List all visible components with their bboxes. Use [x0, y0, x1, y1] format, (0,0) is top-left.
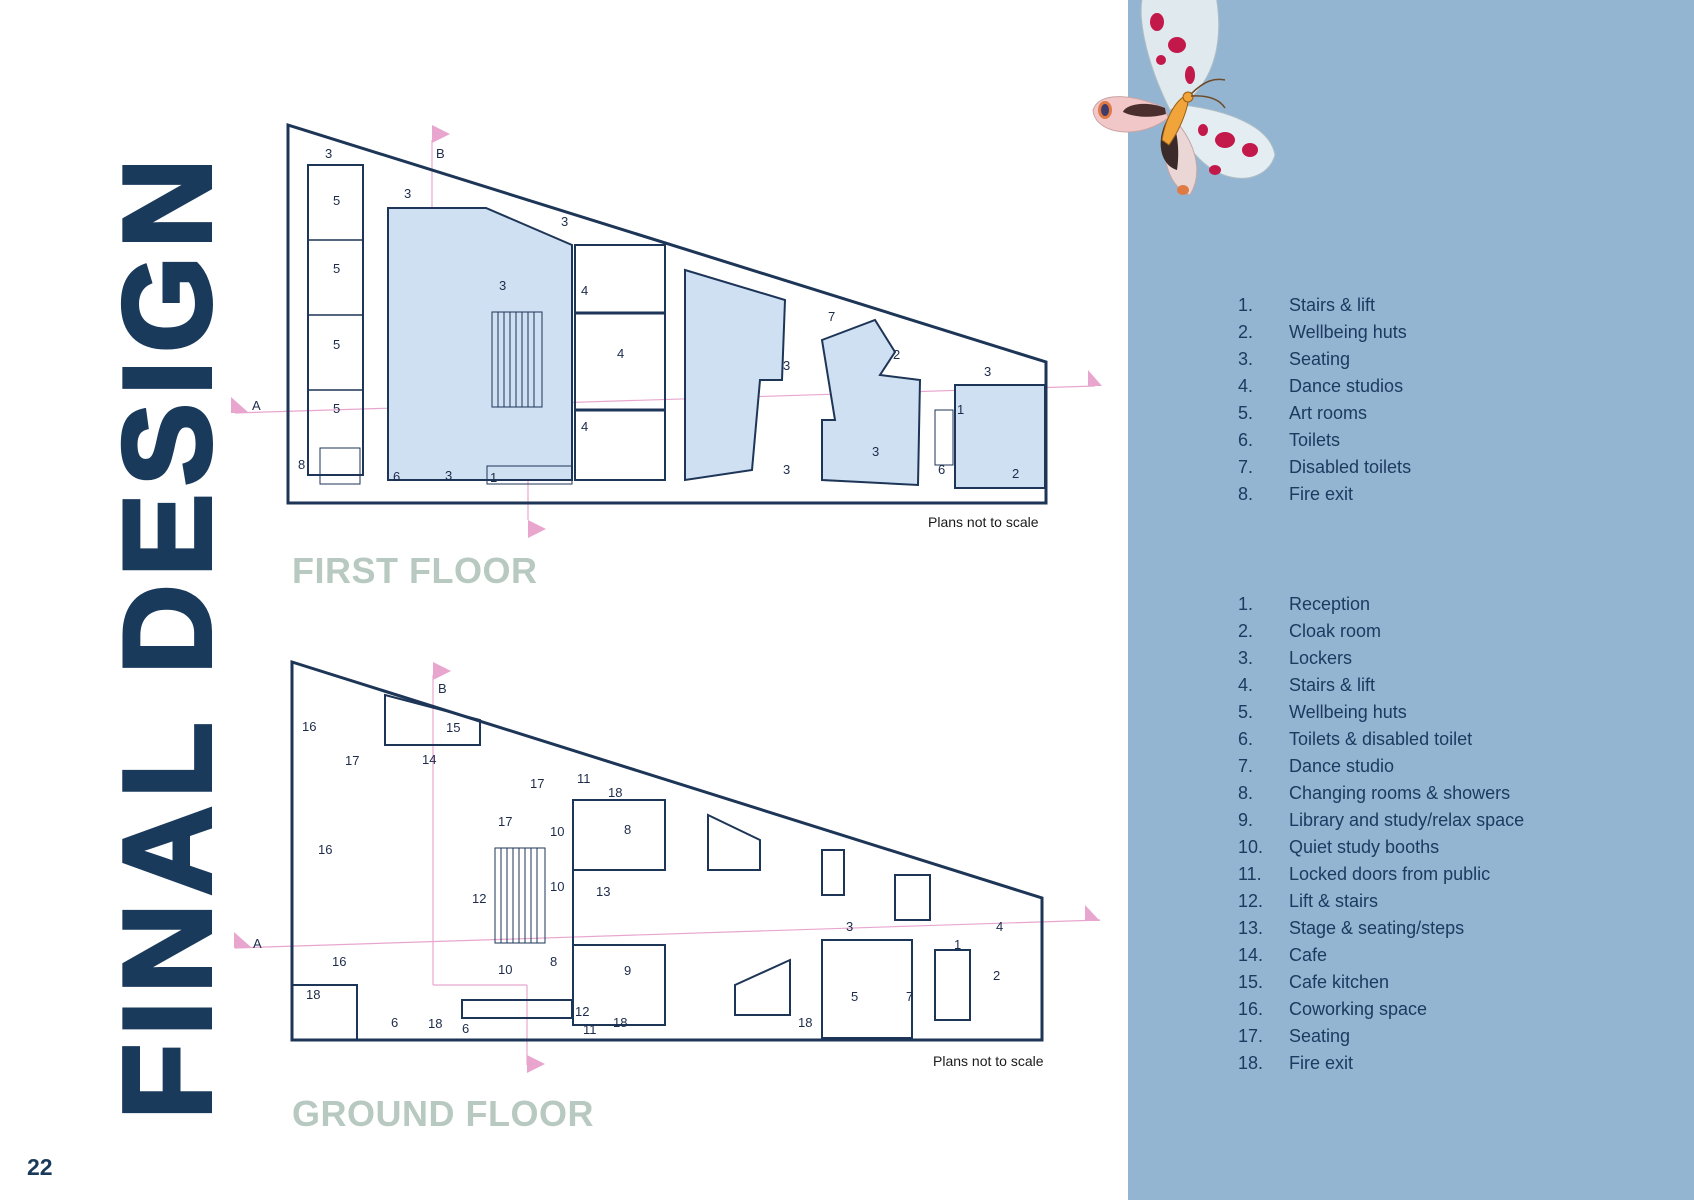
- svg-text:2: 2: [993, 968, 1000, 983]
- legend-panel: [1128, 0, 1694, 1200]
- svg-text:18: 18: [608, 785, 622, 800]
- svg-text:3: 3: [984, 364, 991, 379]
- svg-text:5: 5: [333, 401, 340, 416]
- svg-text:15: 15: [446, 720, 460, 735]
- legend-item: 6.Toilets & disabled toilet: [1238, 729, 1473, 749]
- svg-text:6: 6: [938, 462, 945, 477]
- svg-text:2: 2: [893, 347, 900, 362]
- svg-text:6: 6: [462, 1021, 469, 1036]
- svg-text:1: 1: [957, 402, 964, 417]
- legend-item: 7.Disabled toilets: [1238, 457, 1412, 477]
- legend-item: 9.Library and study/relax space: [1238, 810, 1525, 830]
- svg-text:5: 5: [851, 989, 858, 1004]
- legend-item: 3.Lockers: [1238, 648, 1353, 668]
- legend-item: 11.Locked doors from public: [1238, 864, 1491, 884]
- legend-item: 18.Fire exit: [1238, 1053, 1354, 1073]
- ground-floor-scale-note: Plans not to scale: [933, 1053, 1044, 1069]
- ground-floor-legend: 1.Reception 2.Cloak room 3.Lockers 4.Sta…: [1238, 591, 1524, 1077]
- first-floor-title: FIRST FLOOR: [292, 550, 538, 591]
- first-floor-scale-note: Plans not to scale: [928, 514, 1039, 530]
- svg-text:A: A: [252, 398, 261, 413]
- svg-text:10: 10: [498, 962, 512, 977]
- svg-text:3: 3: [445, 468, 452, 483]
- svg-text:B: B: [436, 146, 445, 161]
- svg-text:9: 9: [624, 963, 631, 978]
- legend-item: 1.Stairs & lift: [1238, 295, 1376, 315]
- svg-text:7: 7: [828, 309, 835, 324]
- legend-item: 8.Changing rooms & showers: [1238, 783, 1511, 803]
- svg-text:6: 6: [391, 1015, 398, 1030]
- svg-text:6: 6: [393, 469, 400, 484]
- svg-text:3: 3: [783, 358, 790, 373]
- svg-text:2: 2: [1012, 466, 1019, 481]
- svg-text:8: 8: [298, 457, 305, 472]
- svg-text:3: 3: [846, 919, 853, 934]
- svg-text:17: 17: [530, 776, 544, 791]
- page-number: 22: [27, 1154, 53, 1180]
- svg-text:A: A: [253, 936, 262, 951]
- svg-text:18: 18: [428, 1016, 442, 1031]
- svg-text:4: 4: [581, 419, 588, 434]
- svg-text:16: 16: [332, 954, 346, 969]
- svg-text:18: 18: [306, 987, 320, 1002]
- legend-item: 2.Cloak room: [1238, 621, 1382, 641]
- svg-text:18: 18: [613, 1015, 627, 1030]
- svg-text:1: 1: [954, 937, 961, 952]
- svg-text:16: 16: [302, 719, 316, 734]
- legend-item: 10.Quiet study booths: [1238, 837, 1440, 857]
- legend-item: 17.Seating: [1238, 1026, 1351, 1046]
- svg-text:14: 14: [422, 752, 436, 767]
- svg-text:8: 8: [624, 822, 631, 837]
- legend-item: 8.Fire exit: [1238, 484, 1354, 504]
- svg-text:13: 13: [596, 884, 610, 899]
- svg-text:4: 4: [617, 346, 624, 361]
- svg-text:4: 4: [581, 283, 588, 298]
- legend-item: 15.Cafe kitchen: [1238, 972, 1390, 992]
- legend-item: 7.Dance studio: [1238, 756, 1395, 776]
- svg-text:12: 12: [575, 1004, 589, 1019]
- ground-floor-plan: A B 16 16 16 17 17 17 15 14 11 11 18 18 …: [234, 659, 1101, 1073]
- svg-text:10: 10: [550, 879, 564, 894]
- ground-floor-title: GROUND FLOOR: [292, 1093, 594, 1134]
- svg-text:3: 3: [404, 186, 411, 201]
- svg-text:1: 1: [490, 470, 497, 485]
- legend-item: 5.Art rooms: [1238, 403, 1368, 423]
- svg-text:10: 10: [550, 824, 564, 839]
- legend-item: 5.Wellbeing huts: [1238, 702, 1407, 722]
- moth-illustration: [1092, 0, 1276, 196]
- svg-text:5: 5: [333, 261, 340, 276]
- svg-text:3: 3: [561, 214, 568, 229]
- svg-text:7: 7: [906, 989, 913, 1004]
- legend-item: 13.Stage & seating/steps: [1238, 918, 1465, 938]
- svg-text:3: 3: [872, 444, 879, 459]
- legend-item: 2.Wellbeing huts: [1238, 322, 1407, 342]
- svg-text:5: 5: [333, 337, 340, 352]
- svg-text:B: B: [438, 681, 447, 696]
- svg-text:17: 17: [498, 814, 512, 829]
- legend-item: 6.Toilets: [1238, 430, 1341, 450]
- svg-text:4: 4: [996, 919, 1003, 934]
- svg-text:11: 11: [577, 771, 591, 786]
- svg-text:3: 3: [325, 146, 332, 161]
- svg-text:11: 11: [583, 1022, 597, 1037]
- legend-item: 3.Seating: [1238, 349, 1351, 369]
- legend-item: 14.Cafe: [1238, 945, 1328, 965]
- svg-text:3: 3: [499, 278, 506, 293]
- svg-text:8: 8: [550, 954, 557, 969]
- svg-text:16: 16: [318, 842, 332, 857]
- legend-item: 1.Reception: [1238, 594, 1371, 614]
- svg-text:18: 18: [798, 1015, 812, 1030]
- svg-text:17: 17: [345, 753, 359, 768]
- svg-text:12: 12: [472, 891, 486, 906]
- svg-text:3: 3: [783, 462, 790, 477]
- legend-item: 12.Lift & stairs: [1238, 891, 1379, 911]
- svg-text:5: 5: [333, 193, 340, 208]
- first-floor-plan: A B 3 3 3 3 3 3 3 3 3 5 5 5 5 4 4 4 7 2 …: [231, 122, 1102, 538]
- legend-item: 4.Stairs & lift: [1238, 675, 1376, 695]
- floor-plans: A B 3 3 3 3 3 3 3 3 3 5 5 5 5 4 4 4 7 2 …: [231, 122, 1102, 1073]
- legend-item: 4.Dance studios: [1238, 376, 1404, 396]
- legend-item: 16.Coworking space: [1238, 999, 1428, 1019]
- first-floor-legend: 1.Stairs & lift 2.Wellbeing huts 3.Seati…: [1238, 292, 1411, 508]
